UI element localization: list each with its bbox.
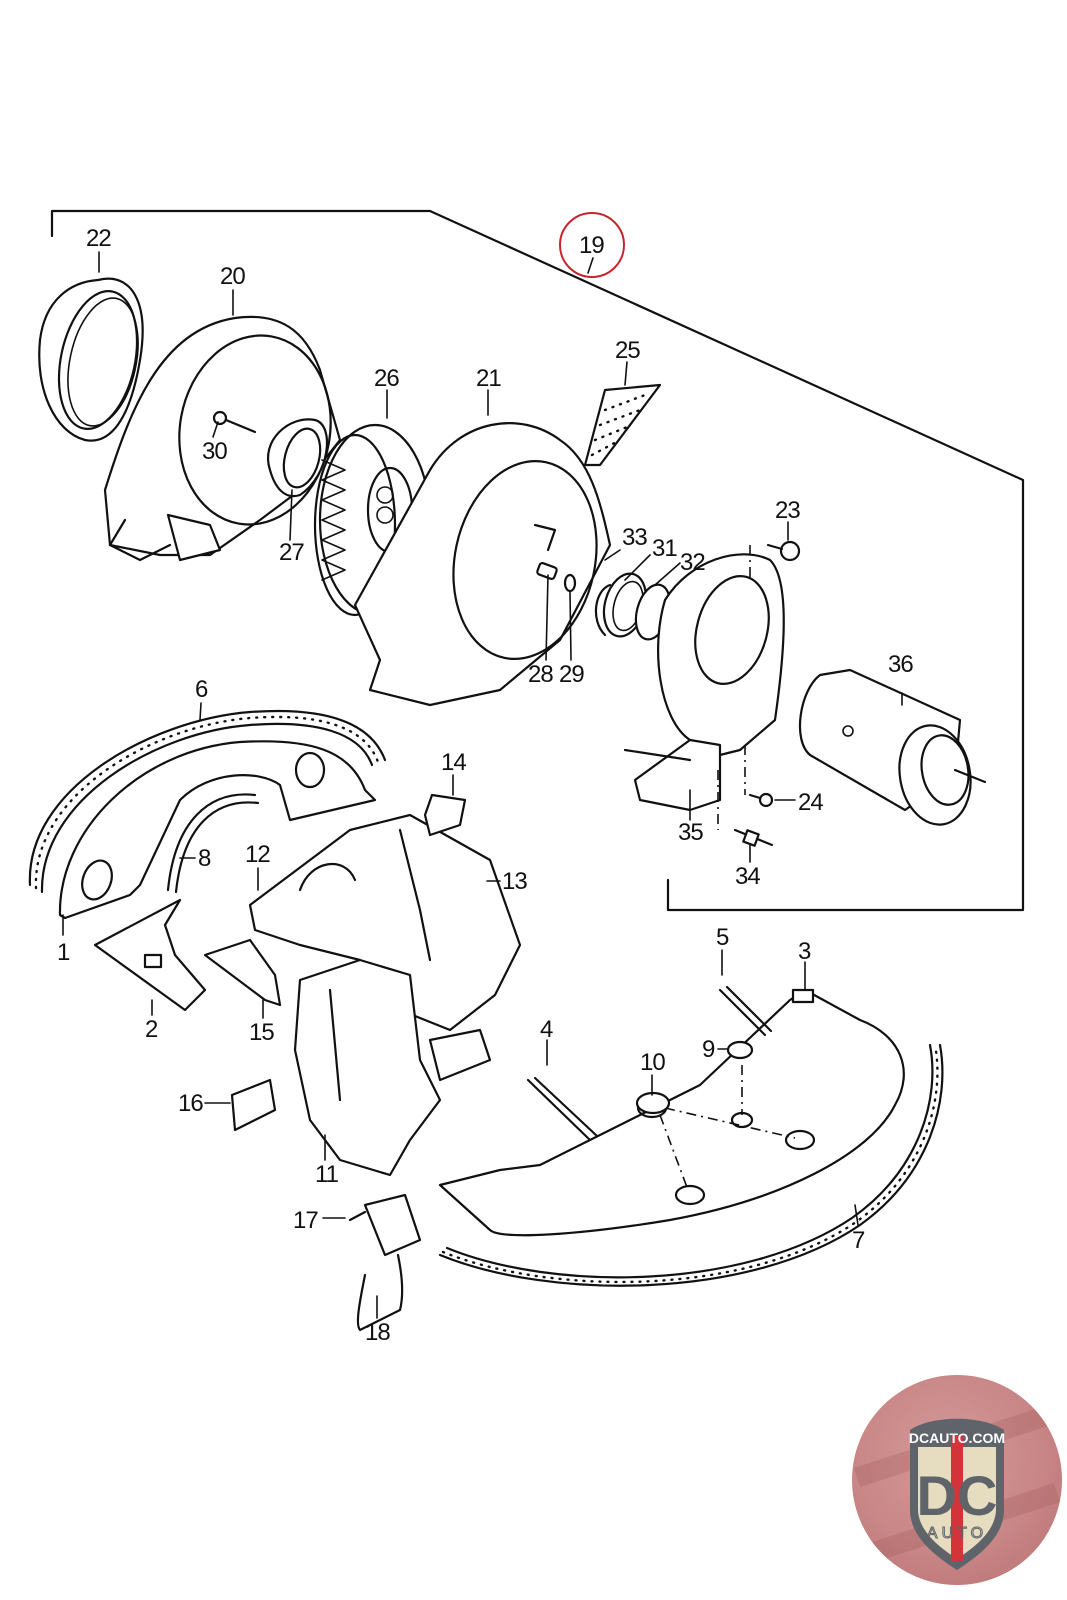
callout-11[interactable]: 11 bbox=[315, 1161, 340, 1188]
part-9-grommet[interactable] bbox=[726, 1040, 754, 1060]
part-33-circlip[interactable] bbox=[594, 583, 612, 637]
part-16-seal[interactable] bbox=[230, 1078, 277, 1132]
part-3-rear-engine-panel[interactable] bbox=[438, 988, 905, 1237]
part-30-bolt[interactable] bbox=[212, 410, 257, 434]
part-12-13-cylinder-covers[interactable] bbox=[248, 813, 522, 1032]
part-36-generator[interactable] bbox=[798, 668, 987, 830]
part-7-rear-seal-strip[interactable] bbox=[438, 1043, 944, 1287]
part-2-cover-plate[interactable] bbox=[93, 898, 207, 1012]
part-6-seal-strip[interactable] bbox=[28, 709, 387, 894]
part-14-cover-cap[interactable] bbox=[423, 793, 467, 837]
logo-site-text: DCAUTO.COM bbox=[909, 1430, 1005, 1446]
highlight-circle-19[interactable] bbox=[559, 212, 625, 278]
callout-15[interactable]: 15 bbox=[249, 1019, 275, 1046]
part-5-strap-bracket[interactable] bbox=[718, 985, 773, 1037]
callout-33[interactable]: 33 bbox=[622, 524, 648, 551]
callout-27[interactable]: 27 bbox=[279, 539, 305, 566]
callout-labels: 22 20 19 26 21 25 30 27 23 33 31 32 28 2… bbox=[57, 225, 914, 1346]
callout-17[interactable]: 17 bbox=[293, 1207, 319, 1234]
callout-16[interactable]: 16 bbox=[178, 1090, 204, 1117]
part-11-cylinder-cover[interactable] bbox=[293, 958, 492, 1177]
part-27-hub[interactable] bbox=[267, 418, 329, 498]
callout-21[interactable]: 21 bbox=[476, 365, 502, 392]
callout-19[interactable]: 19 bbox=[579, 232, 605, 259]
callout-29[interactable]: 29 bbox=[559, 661, 585, 688]
part-24-screw[interactable] bbox=[744, 745, 774, 808]
part-17-seal-clip[interactable] bbox=[348, 1193, 422, 1257]
callout-6[interactable]: 6 bbox=[195, 676, 209, 703]
part-29-washer[interactable] bbox=[563, 573, 577, 593]
part-20-fan-housing[interactable] bbox=[103, 315, 345, 562]
dcauto-logo: DCAUTO.COM DC AUTO bbox=[852, 1375, 1062, 1585]
callout-25[interactable]: 25 bbox=[615, 337, 641, 364]
part-18-seal[interactable] bbox=[356, 1253, 404, 1332]
callout-34[interactable]: 34 bbox=[735, 863, 761, 890]
callout-8[interactable]: 8 bbox=[198, 845, 212, 872]
callout-5[interactable]: 5 bbox=[716, 924, 730, 951]
shield-icon: DCAUTO.COM DC AUTO bbox=[909, 1418, 1005, 1570]
callout-28[interactable]: 28 bbox=[528, 661, 554, 688]
callout-22[interactable]: 22 bbox=[86, 225, 112, 252]
callout-7[interactable]: 7 bbox=[852, 1227, 866, 1254]
callout-4[interactable]: 4 bbox=[540, 1016, 554, 1043]
callout-26[interactable]: 26 bbox=[374, 365, 400, 392]
callout-18[interactable]: 18 bbox=[365, 1319, 391, 1346]
part-4-strap-bracket[interactable] bbox=[526, 1076, 599, 1142]
part-22-cover-ring[interactable] bbox=[38, 277, 149, 442]
callout-9[interactable]: 9 bbox=[702, 1036, 716, 1063]
leader-lines bbox=[62, 251, 903, 1319]
logo-sub-text: AUTO bbox=[927, 1525, 987, 1542]
callout-32[interactable]: 32 bbox=[680, 549, 706, 576]
callout-10[interactable]: 10 bbox=[640, 1049, 666, 1076]
callout-35[interactable]: 35 bbox=[678, 819, 704, 846]
callout-3[interactable]: 3 bbox=[798, 938, 812, 965]
part-8-sealing-strip[interactable] bbox=[166, 793, 260, 894]
callout-20[interactable]: 20 bbox=[220, 263, 246, 290]
part-28-spacer[interactable] bbox=[536, 562, 558, 580]
callout-12[interactable]: 12 bbox=[245, 841, 271, 868]
callout-24[interactable]: 24 bbox=[798, 789, 824, 816]
callout-31[interactable]: 31 bbox=[652, 535, 678, 562]
assembly-bracket-19 bbox=[50, 209, 1025, 912]
part-25-label-plate[interactable] bbox=[583, 383, 662, 467]
part-35-generator-stand[interactable] bbox=[623, 553, 785, 812]
part-1-engine-tin[interactable] bbox=[58, 740, 377, 920]
logo-mark-text: DC bbox=[917, 1464, 998, 1527]
part-34-stud[interactable] bbox=[717, 770, 774, 847]
callout-13[interactable]: 13 bbox=[502, 868, 528, 895]
callout-2[interactable]: 2 bbox=[145, 1016, 159, 1043]
part-10-grommet[interactable] bbox=[635, 1091, 671, 1115]
callout-1[interactable]: 1 bbox=[57, 939, 71, 966]
callout-30[interactable]: 30 bbox=[202, 438, 228, 465]
part-15-cover-bracket[interactable] bbox=[203, 938, 282, 1007]
callout-36[interactable]: 36 bbox=[888, 651, 914, 678]
part-23-screw[interactable] bbox=[749, 540, 801, 580]
callout-23[interactable]: 23 bbox=[775, 497, 801, 524]
callout-14[interactable]: 14 bbox=[441, 749, 467, 776]
